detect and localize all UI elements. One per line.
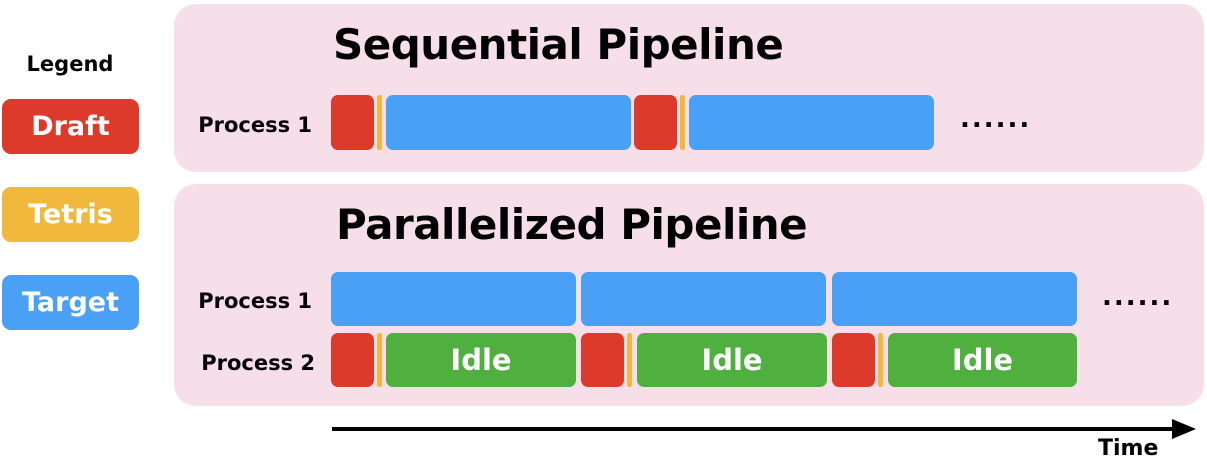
seq-target-block-1 (386, 95, 631, 150)
time-label: Time (1098, 436, 1159, 461)
par-p1-target-block-3 (832, 272, 1077, 326)
seq-tetris-block-2 (680, 95, 685, 150)
legend-target: Target (2, 275, 139, 330)
par-p2-draft-block-3 (832, 333, 875, 387)
legend-tetris: Tetris (2, 187, 139, 242)
parallel-process2-label: Process 2 (201, 351, 315, 375)
sequential-process1-label: Process 1 (198, 113, 312, 137)
par-p2-idle-block-3: Idle (888, 333, 1077, 387)
sequential-ellipsis: ...... (960, 104, 1032, 134)
parallel-process1-label: Process 1 (198, 289, 312, 313)
parallel-title: Parallelized Pipeline (336, 200, 808, 249)
legend-draft: Draft (2, 99, 139, 154)
par-p2-tetris-block-1 (377, 333, 382, 387)
par-p2-draft-block-1 (331, 333, 374, 387)
seq-draft-block-2 (634, 95, 677, 150)
par-p2-tetris-block-2 (627, 333, 632, 387)
seq-draft-block-1 (331, 95, 374, 150)
seq-target-block-2 (689, 95, 934, 150)
par-p2-idle-block-2: Idle (637, 333, 827, 387)
seq-tetris-block-1 (377, 95, 382, 150)
par-p1-target-block-1 (331, 272, 576, 326)
time-arrow (332, 419, 1196, 439)
par-p2-tetris-block-3 (878, 333, 883, 387)
par-p1-target-block-2 (581, 272, 826, 326)
par-p2-idle-block-1: Idle (386, 333, 576, 387)
sequential-title: Sequential Pipeline (333, 20, 784, 69)
time-arrow-head (1172, 419, 1196, 439)
parallel-ellipsis: ...... (1102, 282, 1174, 312)
par-p2-draft-block-2 (581, 333, 624, 387)
legend-title: Legend (26, 52, 114, 76)
